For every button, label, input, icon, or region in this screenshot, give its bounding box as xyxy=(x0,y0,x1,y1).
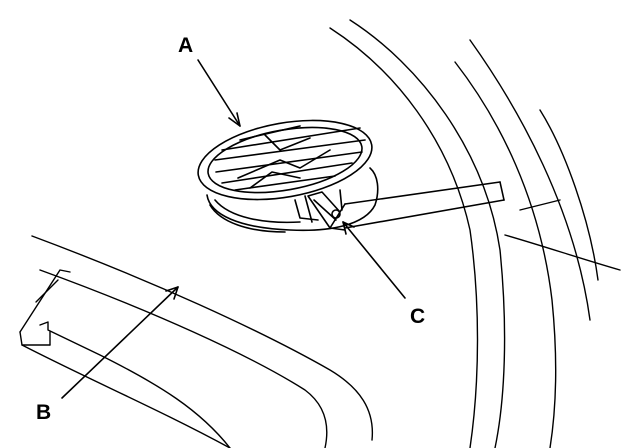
leader-arrow-b xyxy=(61,286,179,399)
trim-panel xyxy=(19,235,374,448)
callout-label-a: A xyxy=(178,34,194,57)
leader-arrow-a xyxy=(197,59,241,127)
callout-label-c: C xyxy=(410,305,426,328)
grille-cover xyxy=(197,119,379,233)
clip-and-tool xyxy=(307,181,505,231)
leader-arrow-c xyxy=(342,221,406,299)
body-panel-curves xyxy=(329,19,621,448)
callout-label-b: B xyxy=(36,401,52,424)
